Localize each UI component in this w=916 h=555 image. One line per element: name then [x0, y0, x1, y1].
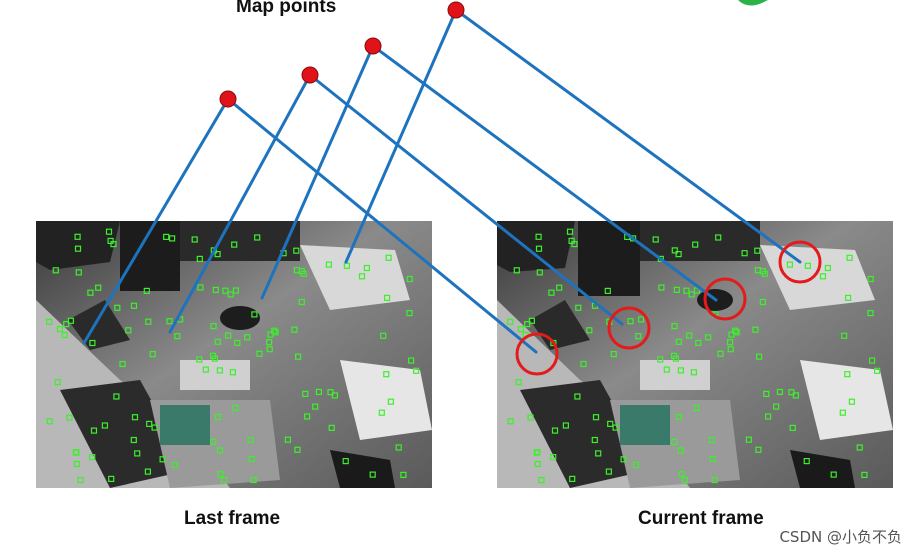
map-point: [365, 38, 381, 54]
current-frame-label: Current frame: [638, 508, 764, 530]
last-frame-label: Last frame: [184, 508, 280, 530]
last-frame-image: [36, 221, 432, 488]
map-point: [220, 91, 236, 107]
watermark: CSDN @小负不负: [779, 526, 902, 547]
map-point: [302, 67, 318, 83]
map-point: [448, 2, 464, 18]
leaf-icon: [738, 0, 768, 6]
